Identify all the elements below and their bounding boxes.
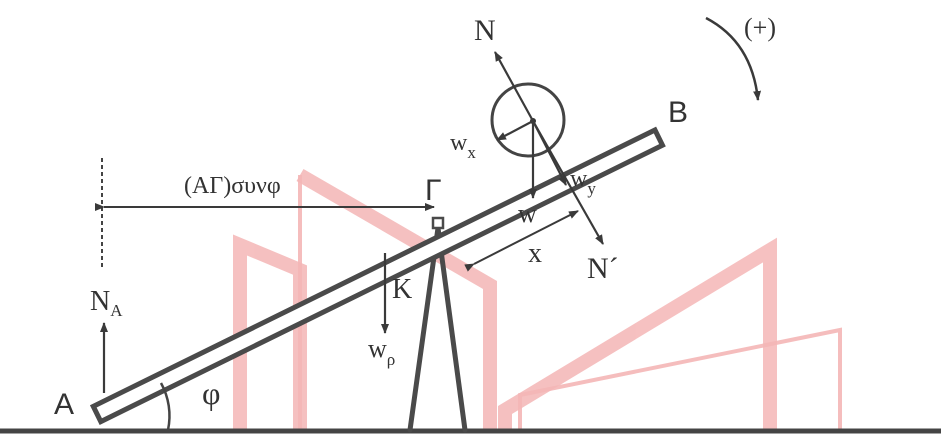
force-n-arrow (494, 51, 534, 122)
support (407, 225, 468, 433)
label-n: N (474, 14, 496, 47)
label-a: A (54, 388, 74, 421)
label-k: K (392, 274, 412, 305)
label-wx: wx (450, 130, 476, 162)
sign-convention-arrow (705, 16, 762, 101)
label-na: NA (90, 286, 123, 320)
force-wx-arrow (496, 120, 534, 141)
label-wy: wy (570, 166, 596, 198)
label-x: x (528, 238, 542, 269)
label-n-prime: N´ (587, 252, 619, 285)
distance-x-arrow (464, 210, 579, 272)
cylinder (490, 82, 566, 158)
force-n-prime-arrow (532, 120, 604, 245)
angle-phi-arc (159, 382, 171, 431)
label-gamma: Γ (425, 174, 442, 207)
label-wrho: wρ (368, 334, 395, 369)
watermark-thin (298, 175, 842, 432)
label-w: w (518, 199, 537, 228)
label-dimension: (ΑΓ)συνφ (184, 173, 281, 199)
beam-ab (89, 126, 666, 425)
label-sign-convention: (+) (744, 13, 776, 42)
label-phi: φ (202, 375, 220, 411)
pivot-gamma (431, 216, 445, 230)
label-b: B (668, 96, 688, 129)
